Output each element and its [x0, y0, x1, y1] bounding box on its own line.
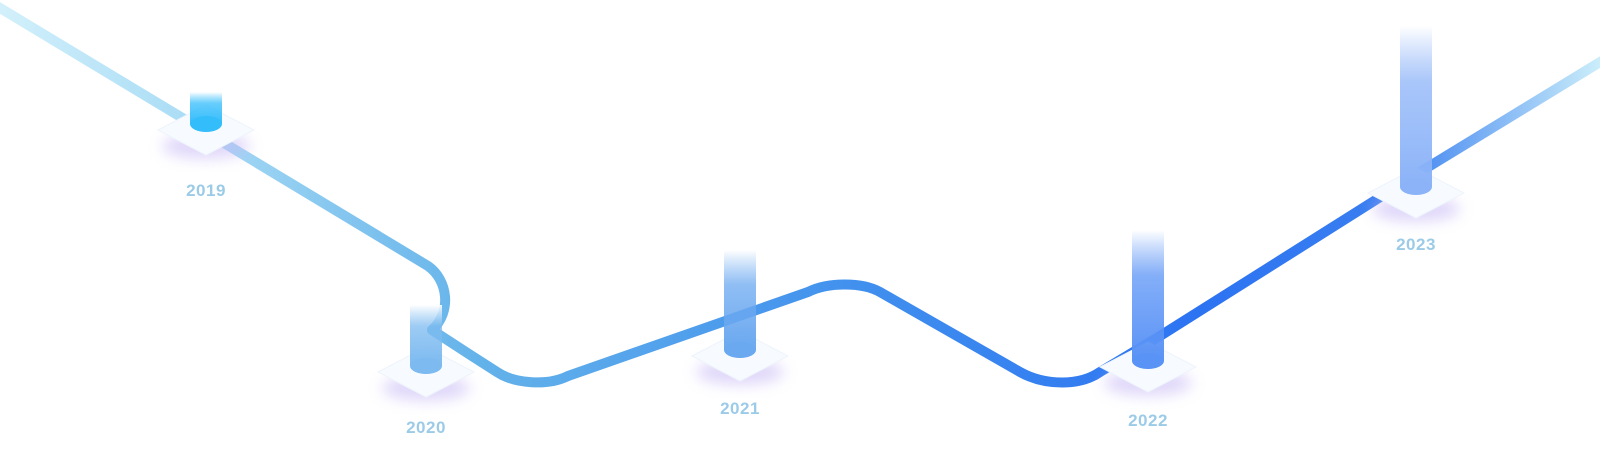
pillar-base-cap: [1132, 353, 1164, 369]
pillar: [1132, 230, 1164, 361]
pillar: [1400, 26, 1432, 187]
milestone-2023: [1366, 26, 1466, 222]
milestone-2021: [690, 250, 790, 385]
pillar-base-cap: [410, 358, 442, 374]
pillar-base-cap: [190, 116, 222, 132]
year-label-2021: 2021: [720, 399, 760, 418]
milestone-2020: [376, 305, 476, 401]
pillar: [410, 305, 442, 366]
year-label-2020: 2020: [406, 418, 446, 437]
pillar-base-cap: [724, 342, 756, 358]
milestone-2022: [1098, 230, 1198, 396]
timeline-path: [0, 2, 1600, 388]
year-label-2022: 2022: [1128, 411, 1168, 430]
pillar-base-cap: [1400, 179, 1432, 195]
year-label-2023: 2023: [1396, 235, 1436, 254]
pillar: [724, 250, 756, 350]
milestone-2019: [156, 92, 256, 159]
year-label-2019: 2019: [186, 181, 226, 200]
